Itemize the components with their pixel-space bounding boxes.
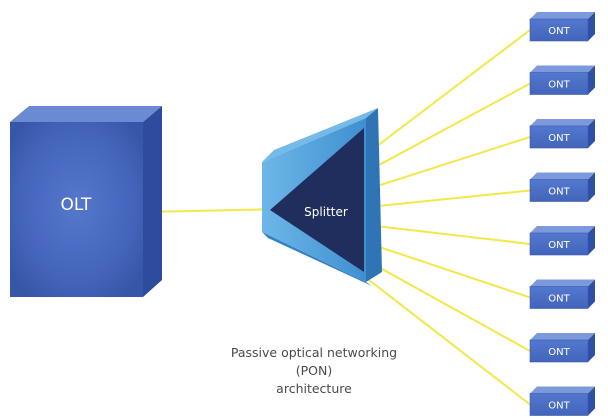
ont-box-icon: ONT <box>529 172 595 202</box>
ont-label: ONT <box>548 294 570 305</box>
ont-label: ONT <box>548 80 570 91</box>
ont-label: ONT <box>548 401 570 412</box>
ont-box-icon: ONT <box>529 386 595 416</box>
fiber-lines <box>144 29 531 406</box>
fiber-splitter-ont <box>355 222 531 245</box>
caption-line-1: Passive optical networking (PON) <box>230 345 398 378</box>
olt-box-icon: OLT <box>10 106 162 297</box>
fiber-splitter-ont <box>355 269 531 406</box>
fiber-splitter-ont <box>355 29 531 163</box>
ont-label: ONT <box>548 347 570 358</box>
ont-box-icon: ONT <box>529 12 595 42</box>
ont-box-icon: ONT <box>529 226 595 256</box>
ont-label: ONT <box>548 133 570 144</box>
ont-box-icon: ONT <box>529 279 595 309</box>
fiber-splitter-ont <box>355 238 531 299</box>
splitter-prism-icon: Splitter <box>262 108 382 286</box>
olt-label: OLT <box>61 195 93 215</box>
ont-label: ONT <box>548 26 570 37</box>
ont-label: ONT <box>548 187 570 198</box>
fiber-splitter-ont <box>355 189 531 210</box>
ont-group: ONT ONT ONT ONT ONT ONT ONT ONT <box>529 12 595 416</box>
fiber-splitter-ont <box>355 136 531 194</box>
fiber-splitter-ont <box>355 82 531 179</box>
diagram-caption: Passive optical networking (PON) archite… <box>222 344 406 398</box>
fiber-splitter-ont <box>355 253 531 352</box>
ont-box-icon: ONT <box>529 65 595 95</box>
ont-box-icon: ONT <box>529 119 595 149</box>
ont-box-icon: ONT <box>529 333 595 363</box>
splitter-label: Splitter <box>304 205 348 219</box>
ont-label: ONT <box>548 240 570 251</box>
caption-line-2: architecture <box>276 381 352 396</box>
